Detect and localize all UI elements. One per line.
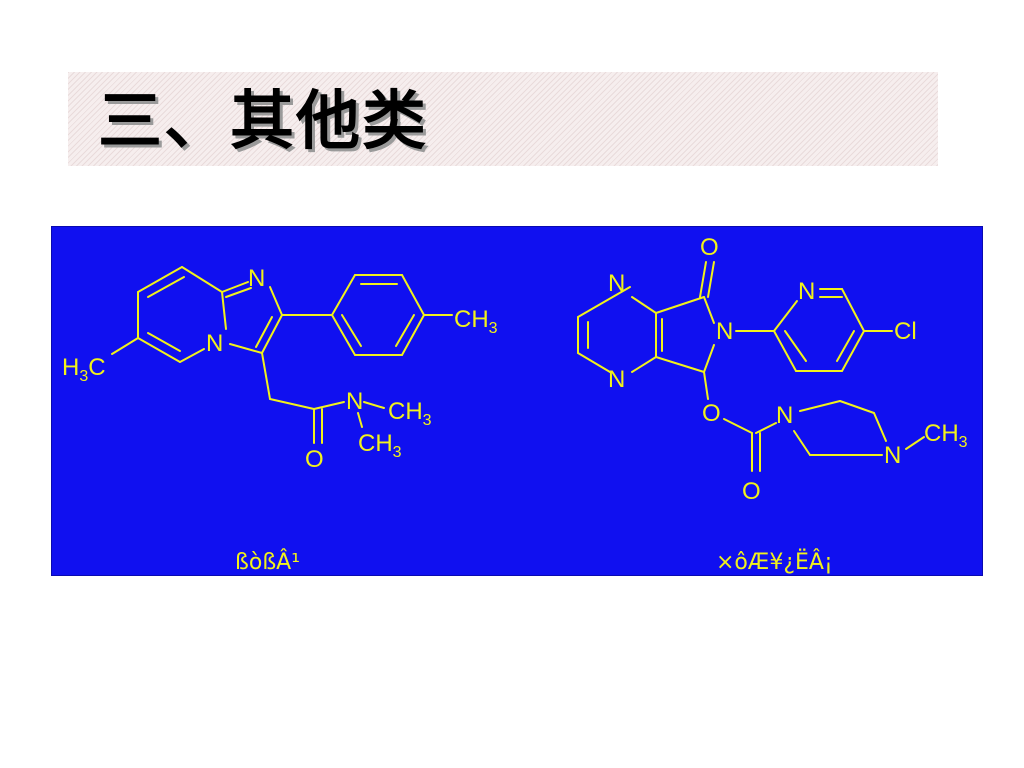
right-structure: O N N N N Cl O N N CH3 O ×ôÆ¥¿ËÂ¡ <box>577 234 968 575</box>
atom-o-ester: O <box>702 400 721 427</box>
atom-ch3-amide-2: CH3 <box>358 430 402 461</box>
structures-canvas: N N CH3 H3C N CH3 CH3 O ßòßÂ¹ <box>62 234 968 575</box>
atom-ch3-aryl: CH3 <box>454 306 498 337</box>
left-structure-caption: ßòßÂ¹ <box>235 549 300 575</box>
atom-n-pyrazine-top: N <box>608 270 625 297</box>
atom-n-bridgehead: N <box>206 330 223 357</box>
atom-n-piperazine-4: N <box>884 442 901 469</box>
atom-o-carbonyl: O <box>700 234 719 261</box>
atom-n-pyrazine-bottom: N <box>608 366 625 393</box>
slide-title: 三、其他类 <box>98 85 428 159</box>
atom-ch3-piperazine: CH3 <box>924 420 968 451</box>
right-structure-caption: ×ôÆ¥¿ËÂ¡ <box>716 549 833 575</box>
atom-n-piperazine-1: N <box>776 402 793 429</box>
atom-n-amide: N <box>346 388 363 415</box>
atom-n-imidazole: N <box>248 265 265 292</box>
title-band <box>68 72 938 166</box>
atom-n-pyridine: N <box>798 278 815 305</box>
structures-panel: N N CH3 H3C N CH3 CH3 O ßòßÂ¹ <box>51 226 983 576</box>
atom-o-carbamate: O <box>742 478 761 505</box>
atom-h3c-pyridine: H3C <box>62 354 106 385</box>
atom-cl: Cl <box>894 318 917 345</box>
atom-n-lactam: N <box>716 318 733 345</box>
atom-o-amide: O <box>305 446 324 473</box>
atom-ch3-amide-1: CH3 <box>388 398 432 429</box>
left-structure: N N CH3 H3C N CH3 CH3 O ßòßÂ¹ <box>62 265 498 575</box>
